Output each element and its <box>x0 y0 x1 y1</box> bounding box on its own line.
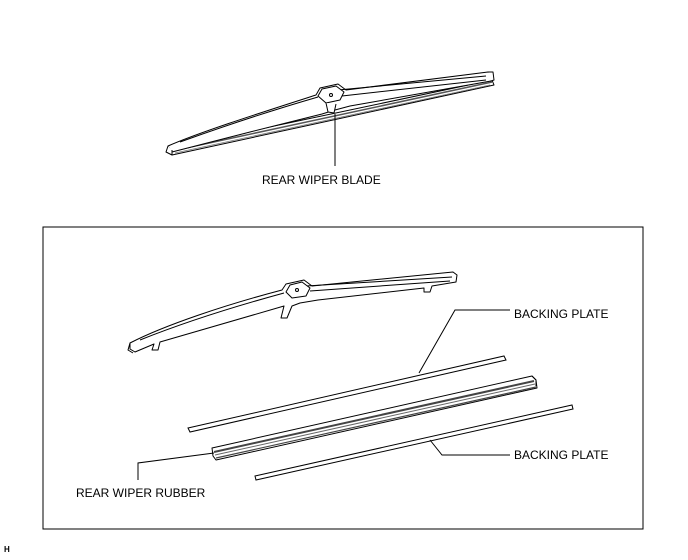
leader-backing-plate-top <box>418 309 510 374</box>
leader-rear-wiper-rubber <box>137 452 215 480</box>
exploded-blade-frame <box>127 271 458 354</box>
exploded-view-frame <box>42 226 644 530</box>
rear-wiper-rubber <box>211 375 538 461</box>
assembled-blade-frame <box>167 71 493 153</box>
label-backing-plate-bottom: BACKING PLATE <box>514 448 608 462</box>
backing-plate-bottom <box>254 404 574 481</box>
backing-plate-top <box>187 355 507 433</box>
label-rear-wiper-blade: REAR WIPER BLADE <box>262 173 381 187</box>
assembled-rear-wiper-blade <box>165 71 495 156</box>
label-rear-wiper-rubber: REAR WIPER RUBBER <box>76 486 206 500</box>
label-backing-plate-top: BACKING PLATE <box>514 307 608 321</box>
leader-backing-plate-bottom <box>429 439 510 456</box>
footer-code: H <box>4 545 10 554</box>
